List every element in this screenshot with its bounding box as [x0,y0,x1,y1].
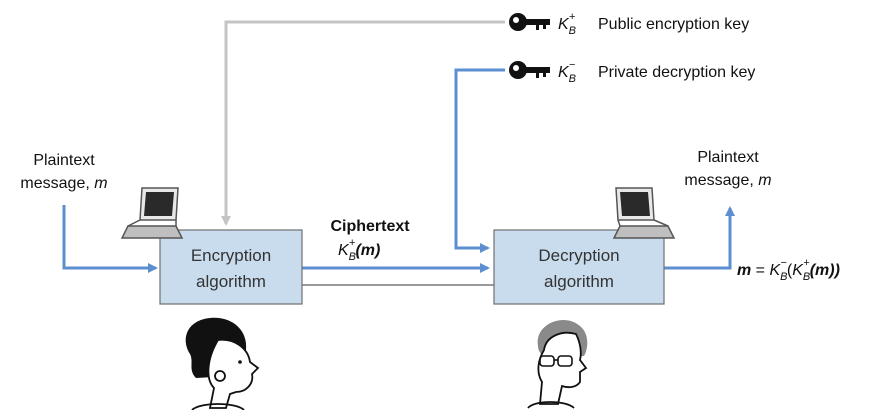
plaintext-input-line [62,205,158,273]
plaintext-out-line1: Plaintext [697,149,759,166]
public-key-symbol: KB+ [558,11,576,37]
public-key-label: Public encryption key [598,16,749,33]
encryption-box-line1: Encryption [191,246,271,265]
encryption-box-line2: algorithm [196,272,266,291]
private-key-label: Private decryption key [598,64,755,81]
bob-figure [527,319,588,409]
public-key-icon [509,13,550,31]
public-key-line [221,20,505,226]
decryption-box-line2: algorithm [544,272,614,291]
receiver-laptop-icon [612,187,676,239]
plaintext-in-line2: message, m [20,175,107,192]
private-key-icon [509,61,550,79]
plaintext-output-line [664,206,735,270]
private-key-symbol: KB− [558,59,576,85]
decryption-box-line1: Decryption [538,246,619,265]
ciphertext-title: Ciphertext [330,218,410,235]
result-formula: m = KB−(KB+(m)) [737,257,840,283]
sender-laptop-icon [120,187,184,239]
plaintext-in-line1: Plaintext [33,152,95,169]
encryption-box: Encryption algorithm [159,229,303,305]
decryption-box: Decryption algorithm [493,229,665,305]
plaintext-out-line2: message, m [684,172,771,189]
private-key-line [454,68,505,253]
ciphertext-formula: KB+(m) [338,237,380,263]
alice-figure [185,317,260,410]
